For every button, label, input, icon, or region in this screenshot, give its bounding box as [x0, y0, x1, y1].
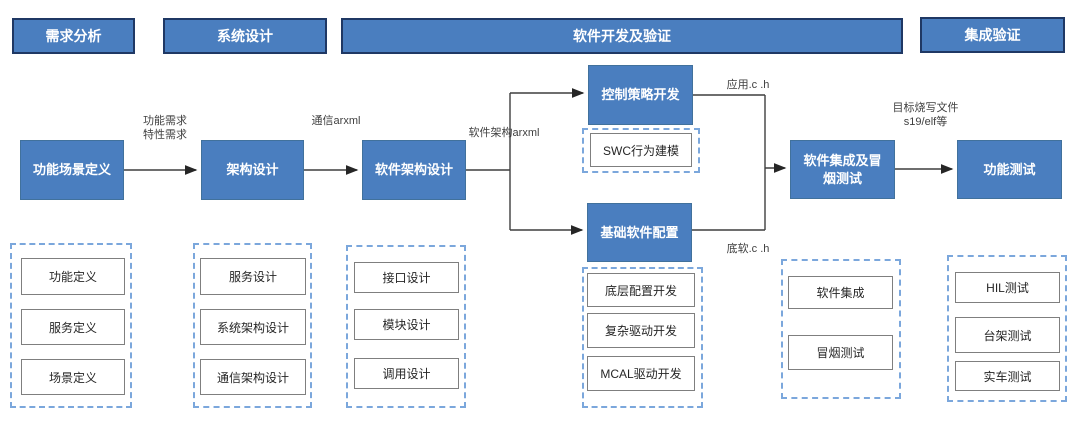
group-functional-test: [947, 255, 1067, 402]
group-item: 调用设计: [354, 358, 459, 389]
node-functional-test: 功能测试: [957, 140, 1062, 199]
edge-label-bsw-ch: 底软.c .h: [726, 243, 770, 255]
node-swc-behavior-modeling: SWC行为建模: [590, 133, 692, 167]
group-item: 系统架构设计: [200, 309, 306, 345]
swc-modeling-container: [582, 128, 700, 173]
group-item: 复杂驱动开发: [587, 313, 695, 348]
node-software-integration-smoke-test: 软件集成及冒烟测试: [790, 140, 895, 199]
edge-label-line: s19/elf等: [903, 116, 948, 129]
node-functional-scenario-definition: 功能场景定义: [20, 140, 124, 200]
group-requirements-definition: [10, 243, 132, 408]
node-control-strategy-development: 控制策略开发: [588, 65, 693, 125]
group-integration-smoke-test: [781, 259, 901, 399]
group-item: 功能定义: [21, 258, 125, 295]
group-item: 场景定义: [21, 359, 125, 395]
group-item: 接口设计: [354, 262, 459, 293]
group-item: 底层配置开发: [587, 273, 695, 307]
phase-bar-integration-verification: 集成验证: [920, 17, 1065, 53]
group-item: 通信架构设计: [200, 359, 306, 395]
node-basic-software-configuration: 基础软件配置: [587, 203, 692, 262]
group-item: 服务设计: [200, 258, 306, 295]
group-architecture-design: [193, 243, 312, 408]
group-item: 台架测试: [955, 317, 1060, 353]
phase-bar-system-design: 系统设计: [163, 18, 327, 54]
edge-label-line: 目标烧写文件: [892, 102, 959, 114]
edge-label-comm-arxml: 通信arxml: [311, 115, 361, 127]
edge-label-software-arch-arxml: 软件架构arxml: [468, 127, 540, 139]
group-basic-software-configuration: [582, 267, 703, 408]
phase-bar-requirements-analysis: 需求分析: [12, 18, 135, 54]
group-item: HIL测试: [955, 272, 1060, 303]
group-item: 模块设计: [354, 309, 459, 340]
node-software-architecture-design: 软件架构设计: [362, 140, 466, 200]
node-architecture-design: 架构设计: [201, 140, 304, 200]
edge-label-line: 功能需求: [143, 115, 187, 127]
edge-label-flash-file: 目标烧写文件 s19/elf等: [878, 101, 973, 130]
edge-label-requirements: 功能需求 特性需求: [130, 114, 200, 143]
edge-label-line: 特性需求: [143, 129, 187, 142]
group-item: 软件集成: [788, 276, 893, 309]
group-item: 实车测试: [955, 361, 1060, 391]
group-item: 服务定义: [21, 309, 125, 345]
group-item: 冒烟测试: [788, 335, 893, 370]
group-item: MCAL驱动开发: [587, 356, 695, 391]
phase-bar-software-dev-verification: 软件开发及验证: [341, 18, 903, 54]
edge-label-app-ch: 应用.c .h: [726, 79, 770, 91]
node-label: 软件集成及冒烟测试: [803, 152, 882, 186]
group-software-architecture-design: [346, 245, 466, 408]
